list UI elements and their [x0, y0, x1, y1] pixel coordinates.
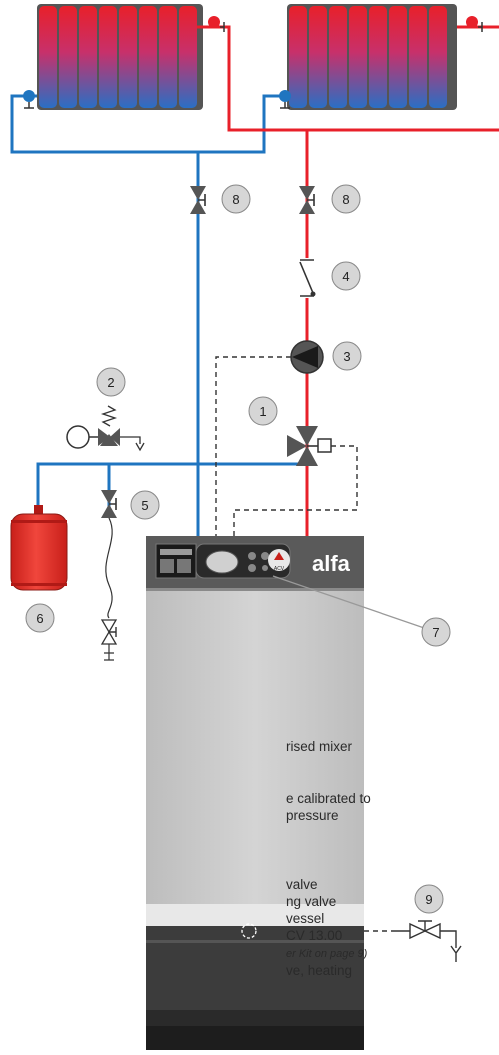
radiator-left: [37, 4, 203, 110]
callout-bubble-9: 9: [414, 884, 444, 914]
callout-bubbles: 1 2 3 4 5 6 7 8 8 9: [25, 184, 451, 914]
svg-text:5: 5: [141, 498, 148, 513]
callout-bubble-2: 2: [96, 367, 126, 397]
callout-bubble-1: 1: [248, 396, 278, 426]
isolation-valve-supply: [299, 186, 315, 214]
callout-bubble-5: 5: [130, 490, 160, 520]
callout-bubble-8-return: 8: [221, 184, 251, 214]
radiator-valves-return: [23, 90, 291, 109]
svg-text:3: 3: [343, 349, 350, 364]
leader-line-7: [272, 575, 431, 631]
callout-bubble-8-supply: 8: [331, 184, 361, 214]
svg-text:6: 6: [36, 611, 43, 626]
svg-text:1: 1: [259, 404, 266, 419]
radiator-valves-supply: [208, 16, 483, 32]
return-pipes: [10, 94, 300, 536]
svg-text:7: 7: [432, 625, 439, 640]
isolation-valve-return: [190, 186, 206, 214]
drain-valve: [392, 920, 462, 962]
control-badge: ACV: [274, 566, 285, 572]
svg-text:8: 8: [342, 192, 349, 207]
sensor-boiler: [241, 923, 257, 939]
svg-text:2: 2: [107, 375, 114, 390]
safety-valve: [66, 405, 145, 452]
svg-text:9: 9: [425, 892, 432, 907]
legend-line-9: ve, heating: [286, 963, 353, 978]
callout-bubble-4: 4: [331, 261, 361, 291]
control-panel: [155, 543, 291, 579]
callout-bubble-6: 6: [25, 603, 55, 633]
callout-bubble-3: 3: [332, 341, 362, 371]
radiator-right: [287, 4, 457, 110]
boiler-brand-logo: alfa: [312, 551, 351, 576]
check-valve: [299, 258, 316, 298]
callout-bubble-7: 7: [421, 617, 451, 647]
mixing-valve: [287, 426, 332, 466]
legend-line-5: ng valve: [286, 894, 337, 909]
legend-line-6: vessel: [286, 911, 325, 926]
circulation-pump: [290, 340, 324, 374]
legend-line-3: pressure: [286, 808, 339, 823]
filling-valve: [100, 490, 118, 661]
legend-line-8: er Kit on page 9): [286, 948, 368, 960]
legend-line-4: valve: [286, 877, 318, 892]
legend-line-7: CV 13.00: [286, 928, 343, 943]
expansion-vessel: [10, 505, 68, 591]
legend-line-1: rised mixer: [286, 739, 353, 754]
legend-line-2: e calibrated to: [286, 791, 371, 806]
svg-text:8: 8: [232, 192, 239, 207]
svg-text:4: 4: [342, 269, 349, 284]
